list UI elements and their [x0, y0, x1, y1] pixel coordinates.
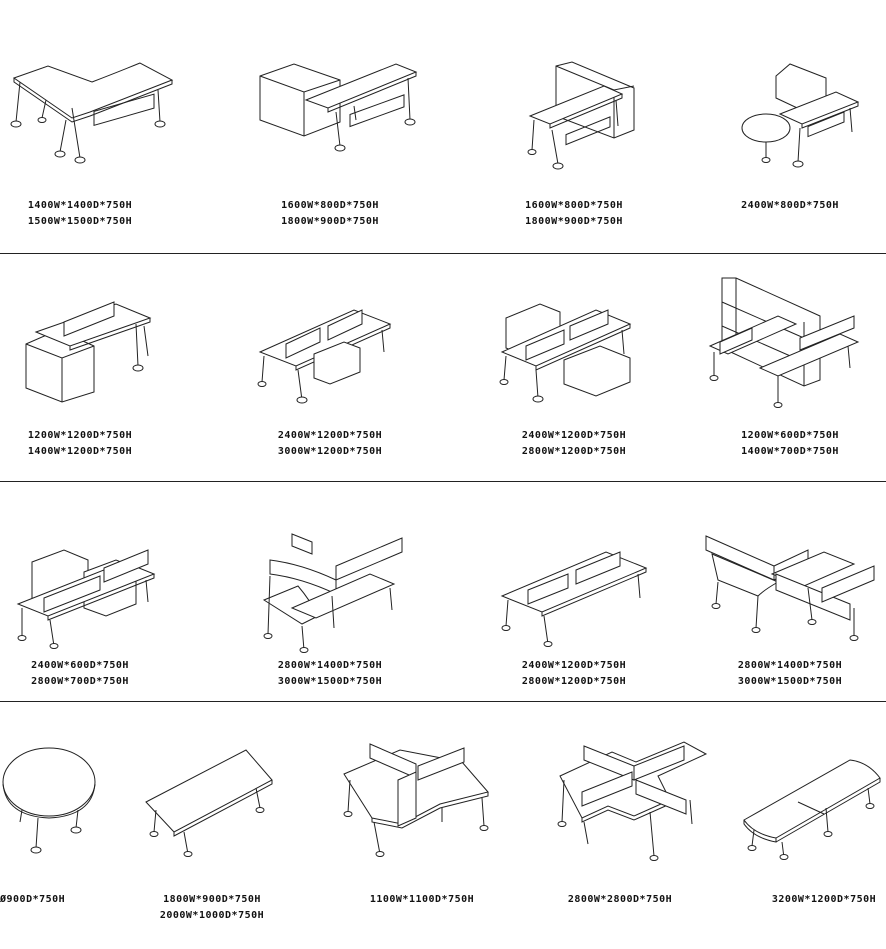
size-caption-15: 1100W*1100D*750H: [362, 892, 482, 908]
product-four-person-cross-pod: [554, 740, 710, 860]
desk-with-round-extension-drawing: [740, 62, 870, 168]
row-divider: [0, 253, 886, 254]
size-caption-16: 2800W*2800D*750H: [560, 892, 680, 908]
size-line: Ø900D*750H: [0, 894, 66, 905]
boat-shaped-table-drawing: [742, 754, 882, 858]
product-four-person-bench-with-cabinets: [500, 296, 636, 400]
four-person-bench-with-cabinets-drawing: [500, 296, 636, 400]
size-line: 3000W*1500D*750H: [277, 676, 383, 687]
product-l-shaped-desk: [8, 60, 178, 170]
size-line: 1400W*700D*750H: [741, 446, 839, 457]
l-shaped-cluster-two-drawing: [262, 530, 410, 652]
size-line: 1200W*1200D*750H: [27, 430, 133, 441]
size-caption-17: 3200W*1200D*750H: [764, 892, 884, 908]
size-caption-10: 2800W*1400D*750H 3000W*1500D*750H: [270, 658, 390, 690]
product-two-person-desk-with-cabinets: [24, 296, 174, 400]
size-line: 2000W*1000D*750H: [159, 910, 265, 921]
product-four-person-bench: [500, 536, 650, 646]
size-line: 2400W*800D*750H: [741, 200, 839, 211]
four-person-bench-drawing: [500, 536, 650, 646]
four-person-cross-pod-drawing: [554, 740, 710, 860]
size-line: 3000W*1500D*750H: [737, 676, 843, 687]
size-caption-11: 2400W*1200D*750H 2800W*1200D*750H: [514, 658, 634, 690]
size-line: 1600W*800D*750H: [281, 200, 379, 211]
size-caption-13: Ø900D*750H: [0, 892, 70, 908]
size-line: 3200W*1200D*750H: [771, 894, 877, 905]
size-caption-12: 2800W*1400D*750H 3000W*1500D*750H: [730, 658, 850, 690]
size-line: 1800W*900D*750H: [281, 216, 379, 227]
size-caption-3: 1600W*800D*750H 1800W*900D*750H: [514, 198, 634, 230]
size-line: 1600W*800D*750H: [525, 200, 623, 211]
product-three-person-pod: [342, 742, 492, 860]
size-line: 2800W*1200D*750H: [521, 676, 627, 687]
product-two-person-bench-with-pedestal: [258, 296, 394, 400]
size-line: 3000W*1200D*750H: [277, 446, 383, 457]
product-rectangular-table: [144, 748, 274, 858]
size-line: 2800W*2800D*750H: [567, 894, 673, 905]
size-line: 2800W*1200D*750H: [521, 446, 627, 457]
row-divider: [0, 481, 886, 482]
size-line: 2400W*1200D*750H: [277, 430, 383, 441]
product-two-person-desk-with-storage: [14, 542, 156, 648]
size-line: 2800W*1400D*750H: [277, 660, 383, 671]
desk-with-cabinet-drawing: [258, 62, 420, 152]
product-l-shaped-cluster-two: [262, 530, 410, 652]
size-line: 1400W*1200D*750H: [27, 446, 133, 457]
product-workstation-with-shelving: [708, 276, 864, 410]
two-person-bench-with-pedestal-drawing: [258, 296, 394, 400]
row-divider: [0, 701, 886, 702]
l-shaped-desk-drawing: [8, 60, 178, 170]
size-line: 1100W*1100D*750H: [369, 894, 475, 905]
product-desk-with-side-cabinet: [528, 60, 638, 170]
round-table-drawing: [2, 746, 98, 854]
product-desk-with-round-extension: [740, 62, 870, 168]
product-l-shaped-cluster-four: [704, 530, 880, 644]
size-line: 2800W*700D*750H: [31, 676, 129, 687]
size-caption-7: 2400W*1200D*750H 2800W*1200D*750H: [514, 428, 634, 460]
size-caption-8: 1200W*600D*750H 1400W*700D*750H: [730, 428, 850, 460]
workstation-with-shelving-drawing: [708, 276, 864, 410]
size-line: 1800W*900D*750H: [525, 216, 623, 227]
two-person-desk-with-cabinets-drawing: [24, 296, 174, 400]
size-caption-4: 2400W*800D*750H: [730, 198, 850, 214]
size-line: 2400W*1200D*750H: [521, 660, 627, 671]
size-caption-14: 1800W*900D*750H 2000W*1000D*750H: [152, 892, 272, 924]
size-line: 2800W*1400D*750H: [737, 660, 843, 671]
size-line: 1200W*600D*750H: [741, 430, 839, 441]
rectangular-table-drawing: [144, 748, 274, 858]
size-line: 1400W*1400D*750H: [27, 200, 133, 211]
size-caption-1: 1400W*1400D*750H 1500W*1500D*750H: [20, 198, 140, 230]
size-line: 2400W*600D*750H: [31, 660, 129, 671]
size-caption-9: 2400W*600D*750H 2800W*700D*750H: [20, 658, 140, 690]
two-person-desk-with-storage-drawing: [14, 542, 156, 648]
size-caption-5: 1200W*1200D*750H 1400W*1200D*750H: [20, 428, 140, 460]
desk-with-side-cabinet-drawing: [528, 60, 638, 170]
product-round-table: [2, 746, 98, 854]
size-caption-2: 1600W*800D*750H 1800W*900D*750H: [270, 198, 390, 230]
size-line: 2400W*1200D*750H: [521, 430, 627, 441]
size-line: 1500W*1500D*750H: [27, 216, 133, 227]
l-shaped-cluster-four-drawing: [704, 530, 880, 644]
size-caption-6: 2400W*1200D*750H 3000W*1200D*750H: [270, 428, 390, 460]
product-desk-with-cabinet: [258, 62, 420, 152]
size-line: 1800W*900D*750H: [163, 894, 261, 905]
three-person-pod-drawing: [342, 742, 492, 860]
product-boat-shaped-table: [742, 754, 882, 858]
